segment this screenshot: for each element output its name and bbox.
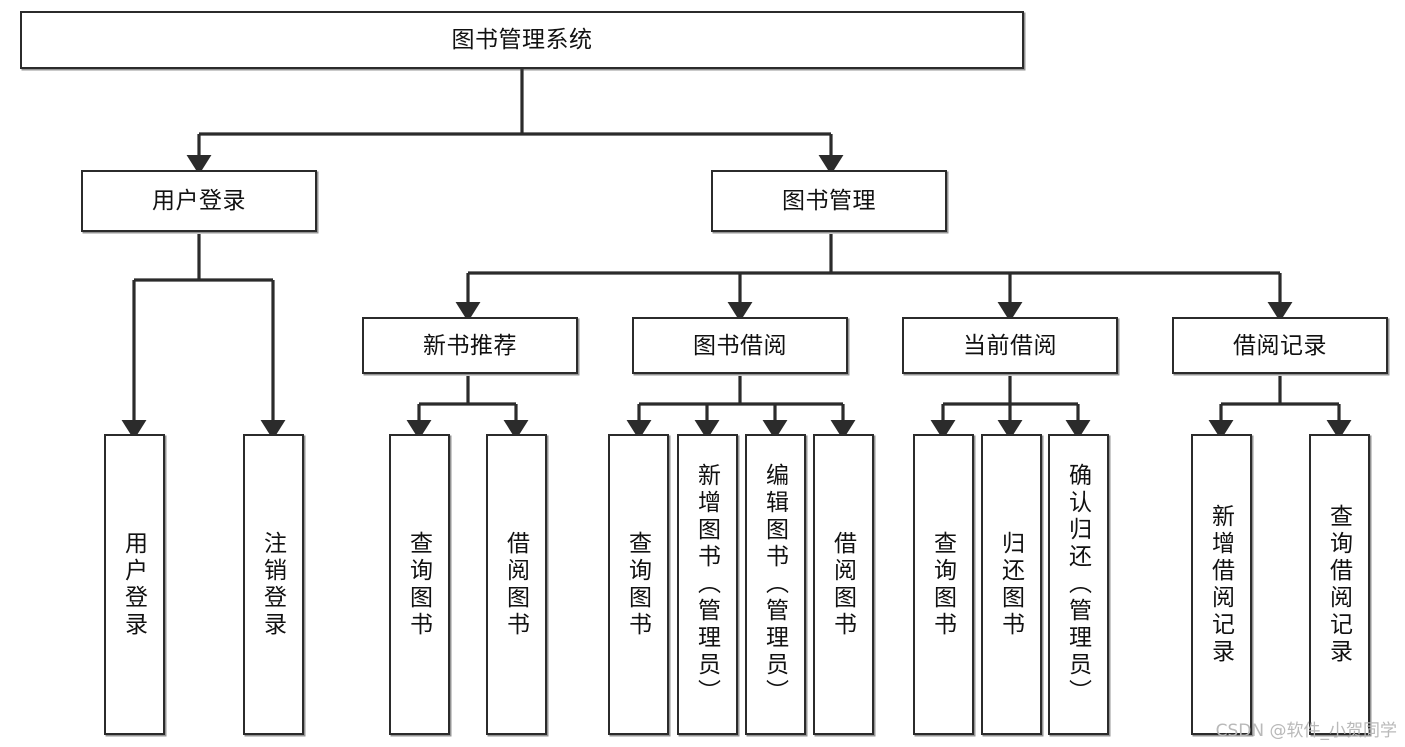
node-label: 当前借阅: [963, 331, 1057, 358]
node-root-system[interactable]: 图书管理系统: [20, 11, 1024, 69]
csdn-watermark: CSDN @软件_小贺同学: [1215, 721, 1397, 741]
node-label: 图书借阅: [693, 331, 787, 358]
node-book-manage[interactable]: 图书管理: [711, 170, 947, 232]
node-leaf-return-book[interactable]: 归还图书: [981, 434, 1042, 735]
node-leaf-borrow-book-2[interactable]: 借阅图书: [813, 434, 874, 735]
node-label: 新增图书（管理员）: [694, 463, 721, 706]
node-label: 查询图书: [930, 530, 957, 639]
node-borrow-record[interactable]: 借阅记录: [1172, 317, 1388, 374]
node-label: 归还图书: [998, 530, 1025, 639]
node-label: 借阅图书: [503, 530, 530, 639]
node-label: 查询借阅记录: [1326, 503, 1353, 666]
node-new-book-recommend[interactable]: 新书推荐: [362, 317, 578, 374]
node-label: 查询图书: [625, 530, 652, 639]
node-leaf-query-book-1[interactable]: 查询图书: [389, 434, 450, 735]
node-label: 新书推荐: [423, 331, 517, 358]
node-leaf-add-book[interactable]: 新增图书（管理员）: [677, 434, 738, 735]
node-label: 注销登录: [260, 530, 287, 639]
node-user-login[interactable]: 用户登录: [81, 170, 317, 232]
node-book-borrow[interactable]: 图书借阅: [632, 317, 848, 374]
node-leaf-user-login[interactable]: 用户登录: [104, 434, 165, 735]
node-label: 借阅记录: [1233, 331, 1327, 358]
node-leaf-borrow-book-1[interactable]: 借阅图书: [486, 434, 547, 735]
node-label: 借阅图书: [830, 530, 857, 639]
node-label: 图书管理系统: [451, 26, 593, 53]
node-label: 用户登录: [121, 530, 148, 639]
node-leaf-add-record[interactable]: 新增借阅记录: [1191, 434, 1252, 735]
node-label: 图书管理: [782, 187, 876, 214]
node-leaf-edit-book[interactable]: 编辑图书（管理员）: [745, 434, 806, 735]
node-leaf-query-record[interactable]: 查询借阅记录: [1309, 434, 1370, 735]
node-current-borrow[interactable]: 当前借阅: [902, 317, 1118, 374]
node-leaf-user-logout[interactable]: 注销登录: [243, 434, 304, 735]
node-leaf-query-book-2[interactable]: 查询图书: [608, 434, 669, 735]
node-leaf-confirm-return[interactable]: 确认归还（管理员）: [1048, 434, 1109, 735]
node-leaf-query-book-3[interactable]: 查询图书: [913, 434, 974, 735]
node-label: 编辑图书（管理员）: [762, 463, 789, 706]
node-label: 查询图书: [406, 530, 433, 639]
node-label: 确认归还（管理员）: [1065, 463, 1092, 706]
node-label: 用户登录: [152, 187, 246, 214]
node-label: 新增借阅记录: [1208, 503, 1235, 666]
